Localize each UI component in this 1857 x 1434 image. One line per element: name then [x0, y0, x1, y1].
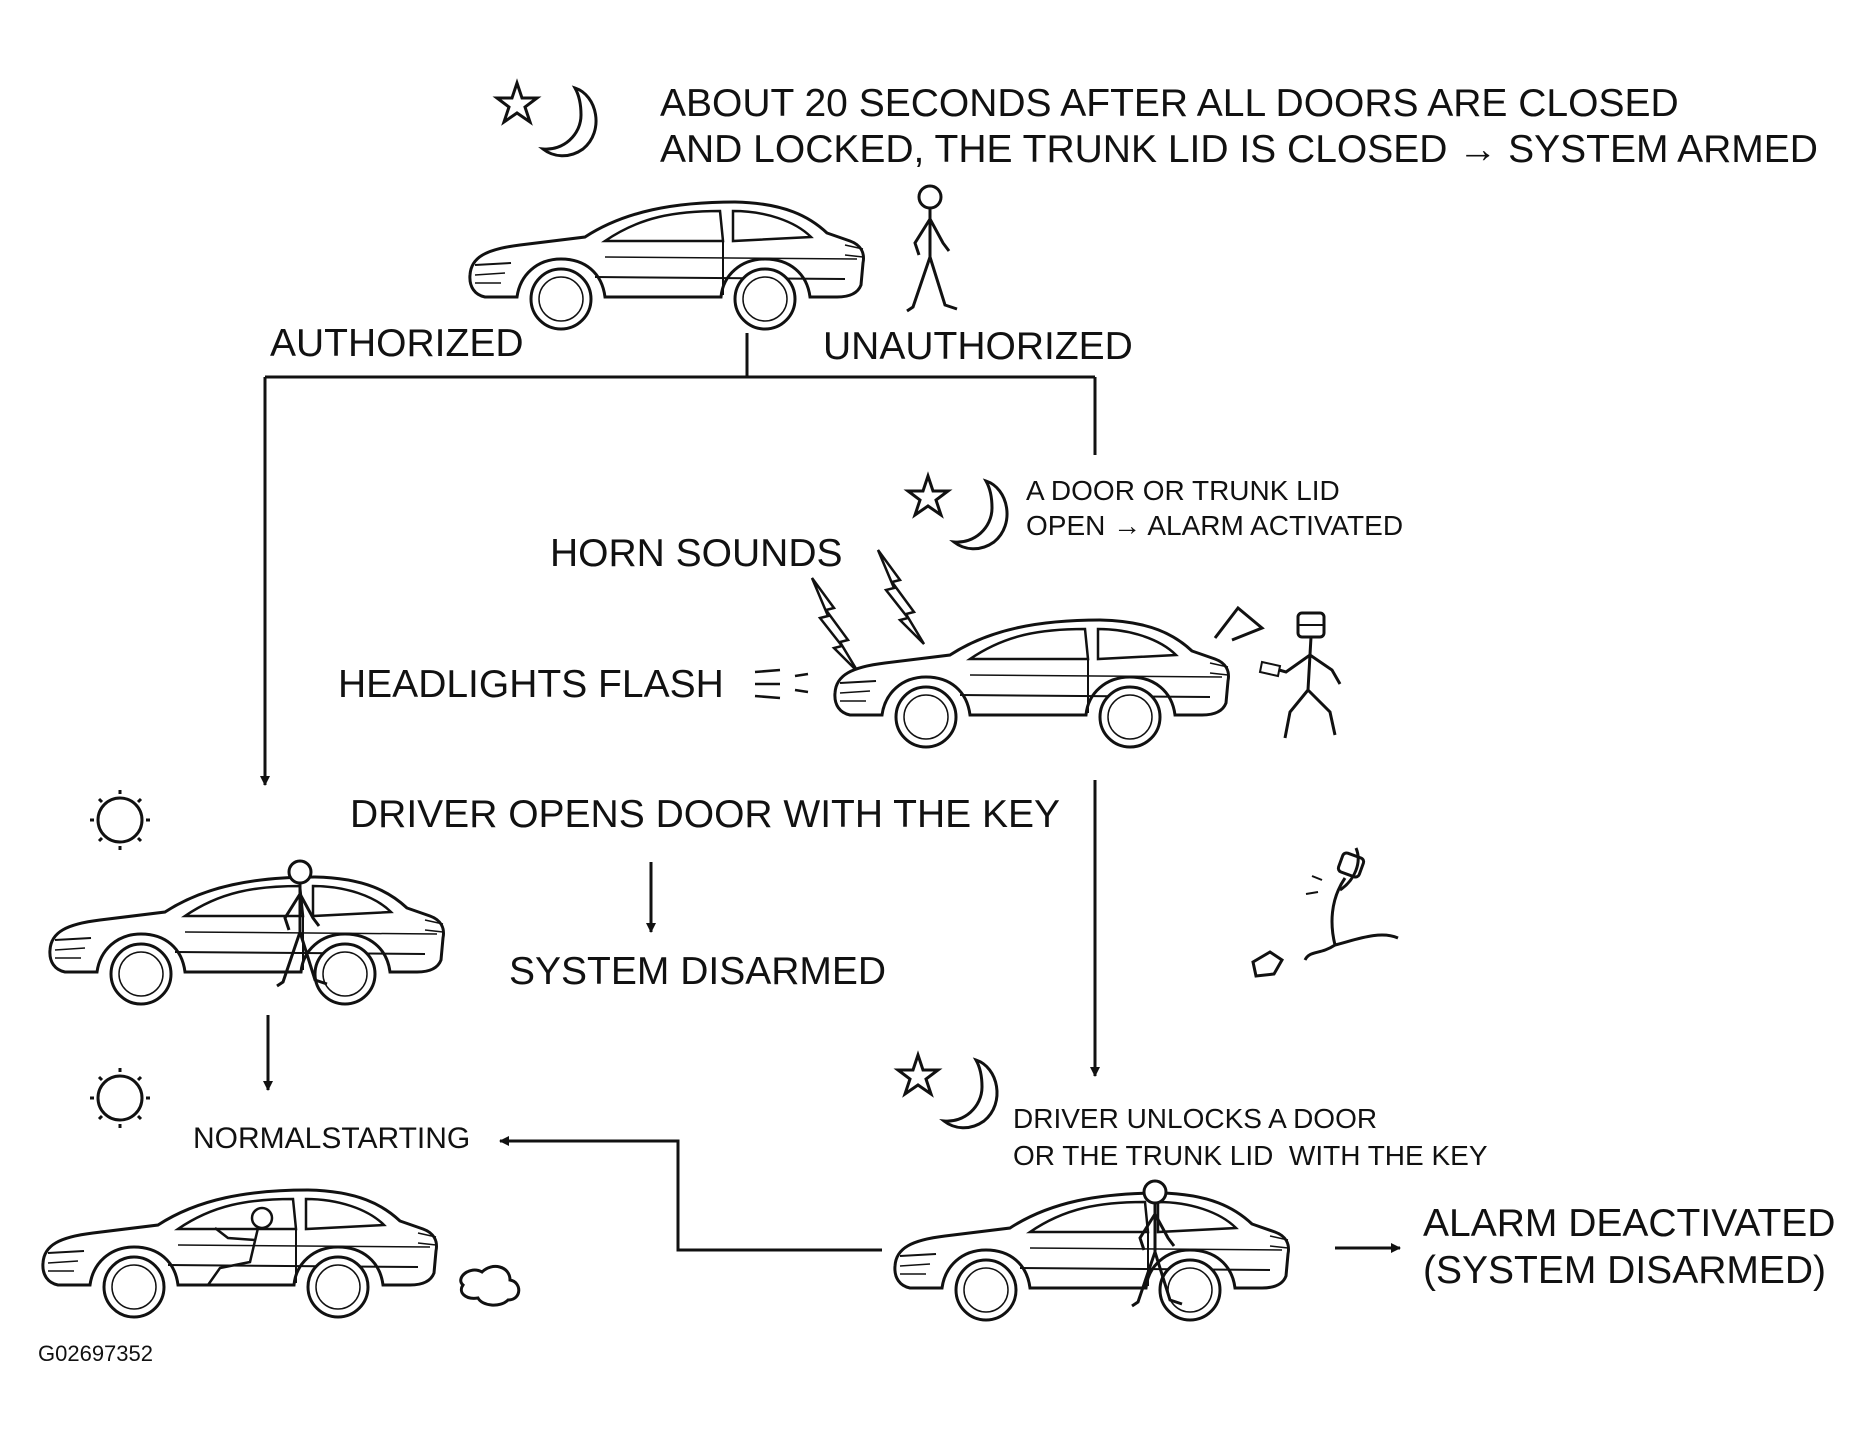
- headlight-flash-icon: [754, 668, 809, 700]
- armed-description-line2: AND LOCKED, THE TRUNK LID IS CLOSED → SY…: [660, 128, 1818, 171]
- deactivated-car-icon: [893, 1191, 1290, 1322]
- alarm-deactivated-line2: (SYSTEM DISARMED): [1423, 1249, 1827, 1292]
- alarm-deactivated-line1: ALARM DEACTIVATED: [1423, 1202, 1836, 1245]
- starting-car-icon: [41, 1188, 438, 1319]
- disarm-car-icon: [48, 875, 445, 1006]
- armed-car-icon: [468, 200, 865, 331]
- lightning-icon: [810, 576, 860, 674]
- normal-starting-label: NORMALSTARTING: [193, 1122, 471, 1155]
- horn-sounds-label: HORN SOUNDS: [550, 532, 843, 575]
- alarm-night-star-moon-icon: [906, 474, 1009, 551]
- system-disarmed-label: SYSTEM DISARMED: [509, 950, 887, 993]
- headlights-flash-label: HEADLIGHTS FLASH: [338, 663, 724, 706]
- unlock-description-line1: DRIVER UNLOCKS A DOOR: [1013, 1103, 1378, 1134]
- exhaust-cloud-icon: [459, 1264, 521, 1307]
- thief-icon: [1258, 611, 1342, 739]
- armed-description-line1: ABOUT 20 SECONDS AFTER ALL DOORS ARE CLO…: [660, 82, 1679, 125]
- alarm-description-line2: OPEN → ALARM ACTIVATED: [1026, 510, 1404, 541]
- driver-opens-door-label: DRIVER OPENS DOOR WITH THE KEY: [350, 793, 1061, 836]
- open-trunk-lid: [1213, 605, 1265, 642]
- flow-connectors: [260, 333, 1401, 1253]
- day-sun-icon: [88, 788, 152, 852]
- seated-driver-icon: [206, 1206, 274, 1286]
- figure-id: G02697352: [38, 1341, 153, 1366]
- night-star-moon-icon: [495, 81, 598, 158]
- unauthorized-label: UNAUTHORIZED: [823, 325, 1133, 368]
- authorized-label: AUTHORIZED: [270, 322, 524, 365]
- lightning-icon: [876, 548, 926, 646]
- unlock-to-starting-arrow: [499, 1136, 882, 1252]
- walking-person-icon: [905, 184, 959, 313]
- unlock-night-star-moon-icon: [896, 1053, 999, 1130]
- alarm-car-icon: [833, 618, 1230, 749]
- runaway-thief-icon: [1251, 847, 1399, 978]
- alarm-description-line1: A DOOR OR TRUNK LID: [1026, 475, 1340, 506]
- unlock-description-line2: OR THE TRUNK LID WITH THE KEY: [1013, 1140, 1488, 1171]
- starting-sun-icon: [88, 1066, 152, 1130]
